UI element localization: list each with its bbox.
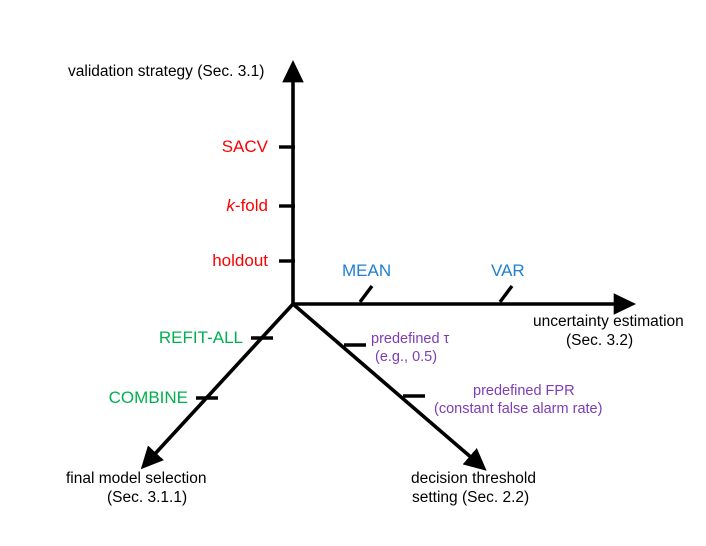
tick-label-refit-all: REFIT-ALL bbox=[158, 328, 243, 347]
tick-label-predefined-fpr-line2: (constant false alarm rate) bbox=[434, 401, 603, 417]
tick-label-k-fold-italic-k: k bbox=[226, 196, 235, 215]
tick-label-sacv: SACV bbox=[221, 137, 268, 156]
tick-label-holdout: holdout bbox=[212, 251, 268, 270]
tick-label-predefined-fpr-line1: predefined FPR bbox=[473, 383, 575, 399]
tick-label-mean: MEAN bbox=[342, 261, 392, 280]
axis-title-decision-threshold-line1: decision threshold bbox=[411, 470, 536, 487]
tick-label-predefined-tau-line2: (e.g., 0.5) bbox=[375, 349, 438, 365]
axis-title-uncertainty-estimation-line1: uncertainty estimation bbox=[533, 313, 684, 330]
axis-line-decision-threshold-setting bbox=[291, 302, 487, 471]
axis-line-final-model-selection bbox=[140, 302, 295, 470]
tick-label-combine: COMBINE bbox=[108, 388, 188, 407]
axis-title-final-model-selection-line1: final model selection bbox=[66, 470, 207, 487]
tick-label-predefined-tau-line1: predefined τ bbox=[371, 331, 450, 347]
axis-title-decision-threshold-line2: setting (Sec. 2.2) bbox=[412, 489, 530, 506]
axis-title-uncertainty-estimation-line2: (Sec. 3.2) bbox=[566, 332, 634, 349]
axis-title-final-model-selection-line2: (Sec. 3.1.1) bbox=[107, 489, 188, 506]
tick-mark-mean bbox=[358, 284, 374, 304]
tick-label-var: VAR bbox=[491, 261, 525, 280]
axis-title-validation-strategy: validation strategy (Sec. 3.1) bbox=[68, 63, 265, 80]
tick-label-k-fold: k-fold bbox=[150, 196, 268, 217]
tick-mark-var bbox=[498, 284, 514, 304]
tick-label-k-fold-suffix: -fold bbox=[234, 196, 268, 215]
